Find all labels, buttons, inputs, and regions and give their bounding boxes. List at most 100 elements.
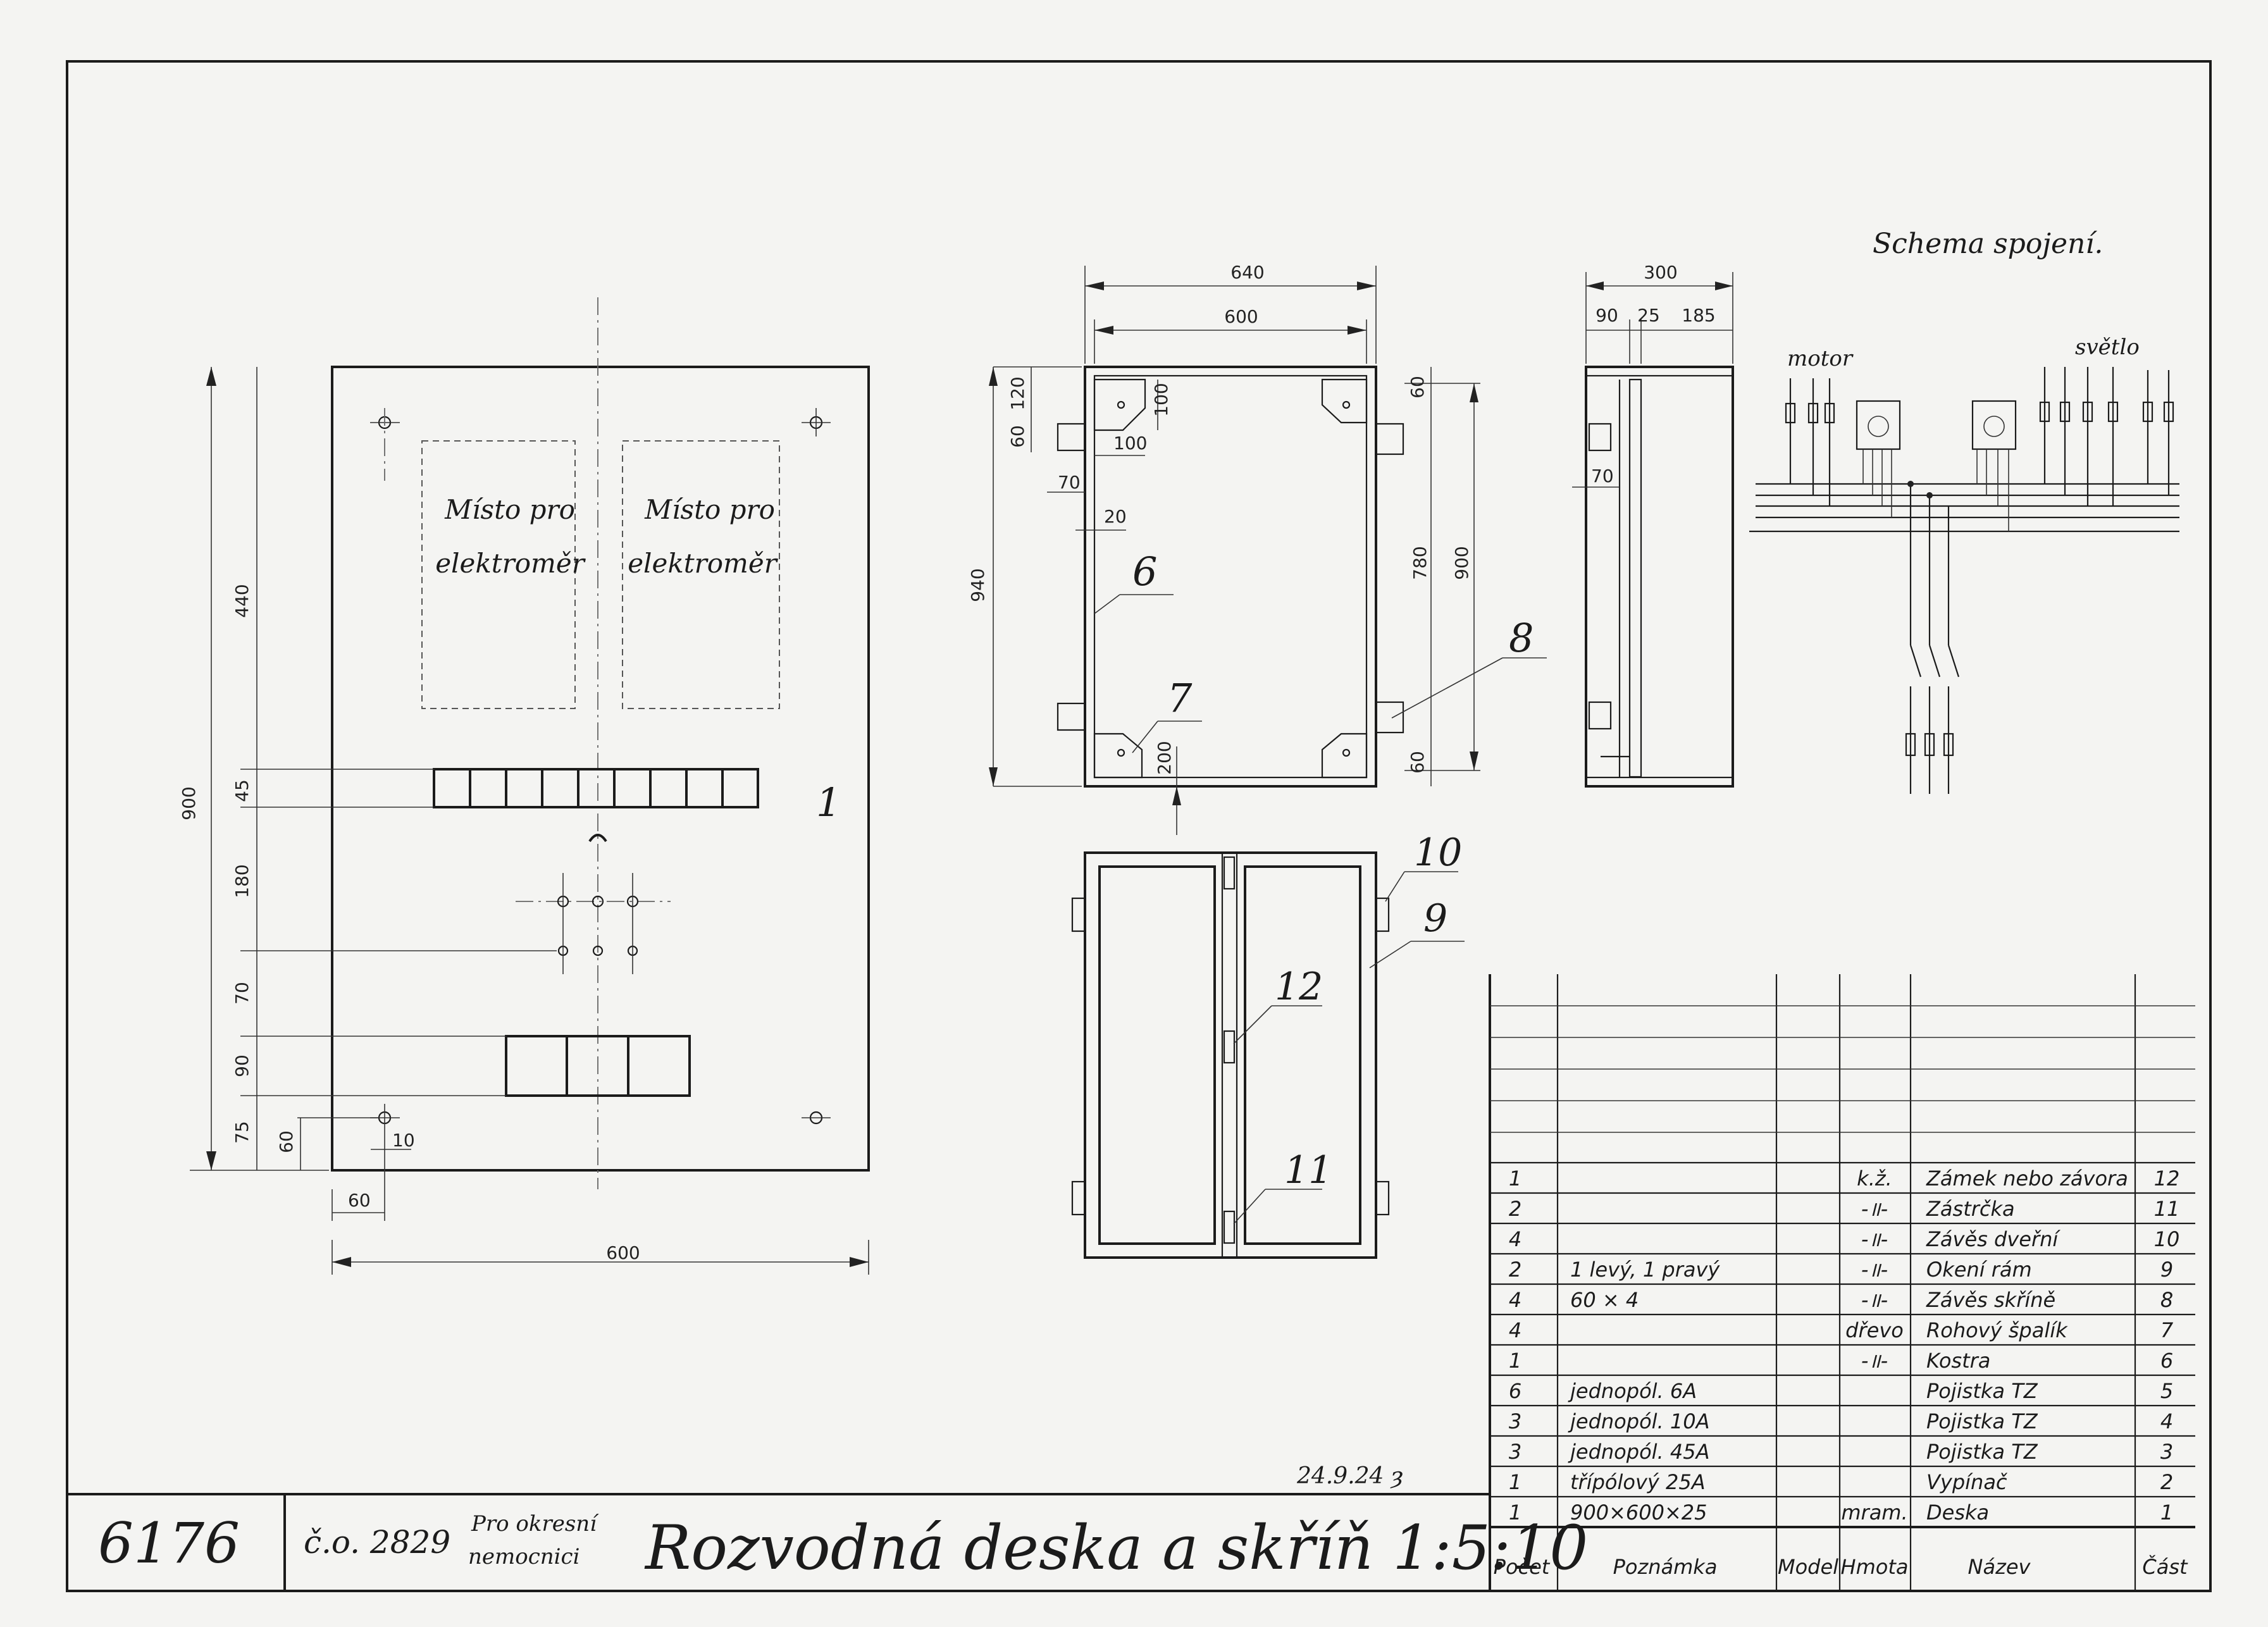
table-cell-count: 4 — [1509, 1318, 1521, 1342]
dim-70-box: 70 — [1058, 472, 1081, 493]
meter-label-left-2: elektroměr — [435, 548, 586, 579]
table-cell-count: 2 — [1509, 1197, 1521, 1221]
table-cell-note: jednopól. 10A — [1568, 1409, 1709, 1433]
meter-box-motor — [1856, 400, 1901, 450]
meter-area-left — [421, 440, 576, 709]
table-cell-part: 2 — [2160, 1470, 2173, 1494]
side-corner-bottom — [1588, 701, 1612, 730]
meter-label-right-2: elektroměr — [628, 548, 779, 579]
table-cell-count: 1 — [1509, 1470, 1521, 1494]
dim-640: 640 — [1230, 262, 1264, 283]
schematic-title: Schema spojení. — [1873, 228, 2103, 260]
table-cell-part: 12 — [2154, 1166, 2180, 1191]
door-window-left — [1098, 865, 1216, 1245]
corner-block-bl — [1093, 733, 1143, 779]
table-cell-name: Pojistka TZ — [1926, 1409, 2038, 1433]
table-cell-name: Závěs skříně — [1926, 1288, 2055, 1312]
dim-width-600: 600 — [606, 1242, 640, 1263]
table-header-cell: Počet — [1494, 1555, 1551, 1579]
table-cell-note: 1 levý, 1 pravý — [1570, 1258, 1720, 1282]
switch-hook — [588, 834, 607, 843]
table-cell-count: 1 — [1509, 1166, 1521, 1191]
dim-25: 25 — [1637, 305, 1660, 326]
table-cell-name: Vypínač — [1926, 1470, 2008, 1494]
door-bolt — [1223, 1210, 1236, 1244]
door-latch-top — [1223, 856, 1236, 890]
table-cell-count: 1 — [1509, 1349, 1521, 1373]
mount-lug-tr — [1375, 423, 1404, 455]
table-cell-name: Pojistka TZ — [1926, 1379, 2038, 1403]
order-number: č.o. 2829 — [304, 1524, 450, 1561]
table-cell-note: 900×600×25 — [1570, 1500, 1707, 1525]
table-cell-part: 5 — [2160, 1379, 2173, 1403]
meter-area-right — [622, 440, 780, 709]
table-cell-count: 3 — [1509, 1440, 1521, 1464]
light-label: světlo — [2075, 335, 2140, 360]
switch-block — [505, 1035, 691, 1097]
table-cell-part: 9 — [2160, 1258, 2173, 1282]
door-window-right — [1244, 865, 1361, 1245]
part-number-11: 11 — [1284, 1148, 1332, 1192]
door-outline — [1084, 851, 1377, 1259]
table-cell-count: 3 — [1509, 1409, 1521, 1433]
fuse-row-6a — [433, 768, 759, 808]
dim-70: 70 — [232, 982, 252, 1005]
part-number-6: 6 — [1132, 548, 1157, 595]
dim-20: 20 — [1104, 506, 1127, 527]
table-cell-name: Rohový špalík — [1926, 1318, 2068, 1342]
table-cell-note: jednopól. 45A — [1568, 1440, 1709, 1464]
front-view: Místo pro elektroměr Místo pro elektromě… — [178, 297, 870, 1275]
table-header-cell: Hmota — [1841, 1555, 1909, 1579]
light-fuses — [2039, 367, 2174, 506]
corner-block-tl — [1093, 378, 1146, 431]
box-inner — [1093, 374, 1368, 779]
table-cell-material: -॥- — [1861, 1288, 1888, 1312]
dim-60-right-top: 60 — [1407, 376, 1428, 399]
table-cell-count: 1 — [1509, 1500, 1521, 1525]
box-open-view: 640 600 940 120 60 100 100 70 20 200 60 … — [967, 262, 1547, 835]
table-cell-name: Kostra — [1926, 1349, 1990, 1373]
dim-60-box-a: 60 — [1007, 425, 1028, 448]
table-header-cell: Model — [1778, 1555, 1838, 1579]
box-outline — [1084, 366, 1377, 788]
table-cell-part: 8 — [2160, 1288, 2173, 1312]
table-cell-material: mram. — [1841, 1500, 1907, 1525]
dim-90-side: 90 — [1596, 305, 1618, 326]
dim-70-side: 70 — [1591, 466, 1614, 486]
corner-block-tr — [1321, 378, 1368, 424]
title-block: 6176 č.o. 2829 Pro okresní nemocnici Roz… — [98, 1463, 1588, 1591]
part-number-1: 1 — [816, 779, 841, 826]
dim-185: 185 — [1682, 305, 1715, 326]
corner-block-br — [1321, 733, 1368, 779]
table-cell-part: 7 — [2160, 1318, 2174, 1342]
table-cell-part: 4 — [2160, 1409, 2173, 1433]
table-cell-material: -॥- — [1861, 1349, 1888, 1373]
table-cell-name: Závěs dveřní — [1926, 1227, 2060, 1251]
table-cell-name: Pojistka TZ — [1926, 1440, 2038, 1464]
dim-100-vertical: 100 — [1151, 383, 1172, 416]
switch-holes — [516, 873, 671, 974]
dim-45: 45 — [232, 779, 252, 802]
side-corner-top — [1588, 423, 1612, 452]
box-side-view: 300 90 25 185 70 — [1572, 262, 1734, 788]
dim-100-horizontal: 100 — [1113, 433, 1147, 454]
table-cell-count: 4 — [1509, 1227, 1521, 1251]
table-cell-note: 60 × 4 — [1570, 1288, 1639, 1312]
mount-lug-br — [1375, 701, 1404, 734]
drawing-number: 6176 — [98, 1511, 240, 1576]
door-hinge-tl — [1071, 897, 1086, 932]
door-hinge-br — [1375, 1180, 1390, 1216]
door-lock — [1223, 1030, 1236, 1064]
table-cell-count: 2 — [1509, 1258, 1521, 1282]
table-header-cell: Název — [1968, 1555, 2031, 1579]
table-cell-note: třípólový 25A — [1570, 1470, 1706, 1494]
table-cell-count: 6 — [1509, 1379, 1521, 1403]
dim-total-height: 900 — [178, 786, 199, 820]
customer-line-1: Pro okresní — [471, 1511, 599, 1537]
dim-780: 780 — [1410, 546, 1430, 579]
table-cell-material: -॥- — [1861, 1258, 1888, 1282]
front-dimensions — [190, 367, 869, 1275]
